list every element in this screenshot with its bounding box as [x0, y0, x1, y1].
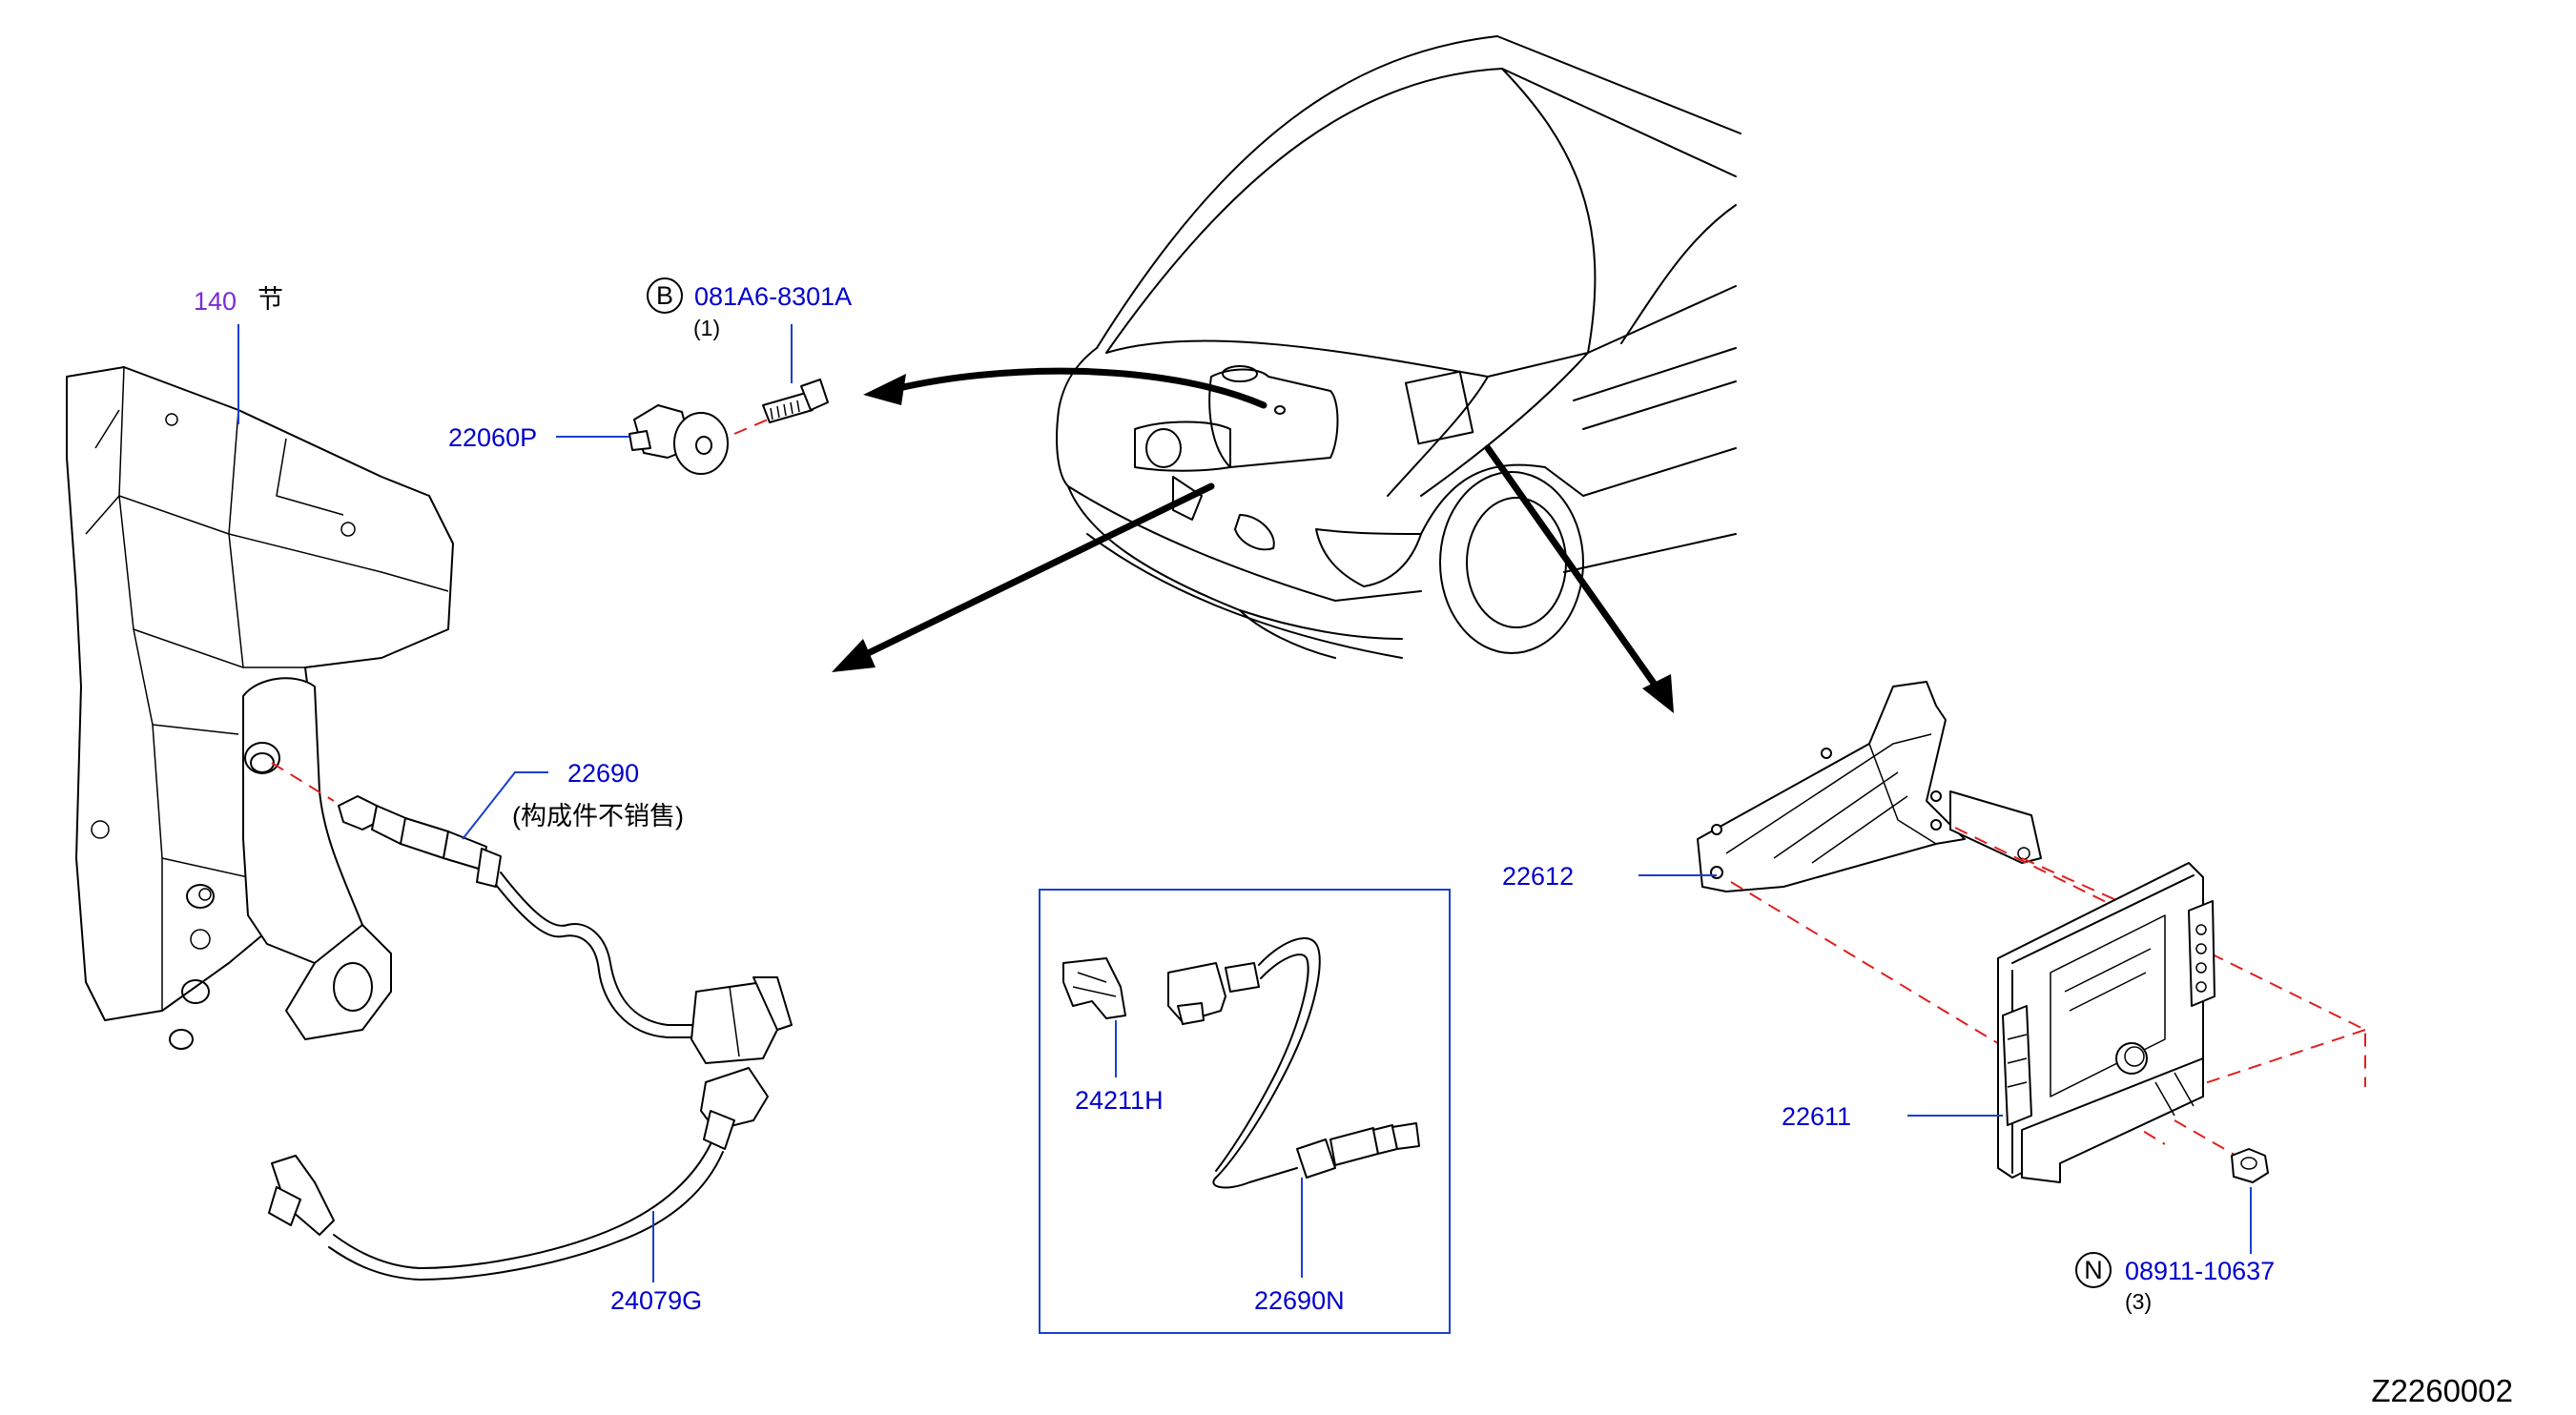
harness-illustration [268, 1067, 769, 1281]
sensor-install-line [271, 762, 335, 802]
ecm-illustration [1997, 862, 2215, 1183]
pointer-arrows [832, 367, 1674, 713]
vehicle-illustration [1056, 35, 1741, 659]
arrow-head-left-lower [832, 639, 876, 672]
bracket-part-number[interactable]: 22612 [1502, 862, 1574, 891]
inset-frame [1039, 889, 1451, 1334]
label-22690[interactable]: 22690 (构成件不销售) [512, 759, 684, 831]
section-ref-number[interactable]: 140 [194, 287, 237, 316]
label-140[interactable]: 140 节 [194, 285, 283, 316]
nut-prefix: N [2084, 1256, 2103, 1284]
label-nut[interactable]: N 08911-10637 (3) [2075, 1252, 2275, 1314]
knock-sensor-part-number[interactable]: 22060P [448, 423, 537, 452]
harness-part-number[interactable]: 24079G [610, 1286, 702, 1315]
bolt-prefix: B [656, 281, 673, 310]
bolt-illustration [762, 379, 829, 423]
o2-sensor-note: (构成件不销售) [512, 802, 684, 831]
diagram-code: Z2260002 [2371, 1373, 2513, 1408]
bolt-prefix-circle [647, 277, 683, 314]
ecm-part-number[interactable]: 22611 [1782, 1102, 1851, 1131]
bolt-install-line [733, 419, 769, 435]
leader-lines [237, 324, 2252, 1282]
label-bolt[interactable]: B 081A6-8301A (1) [647, 277, 852, 340]
knock-sensor-illustration [629, 404, 729, 475]
arrow-head-right [1642, 674, 1674, 713]
inset-sensor-illustration [1167, 936, 1420, 1189]
bracket-illustration [1697, 681, 2042, 892]
clip-part-number[interactable]: 24211H [1075, 1086, 1164, 1115]
bolt-qty: (1) [693, 316, 720, 340]
nut-prefix-circle [2075, 1252, 2112, 1288]
arrow-head-left-upper [863, 374, 906, 405]
nut-part-number[interactable]: 08911-10637 [2125, 1257, 2275, 1285]
inset-o2-part-number[interactable]: 22690N [1254, 1286, 1345, 1315]
heat-shield-illustration [66, 366, 454, 1050]
o2-sensor-part-number[interactable]: 22690 [567, 759, 639, 788]
o2-sensor-illustration [338, 795, 793, 1064]
clip-illustration [1062, 957, 1126, 1019]
section-ref-suffix: 节 [258, 285, 283, 314]
bolt-part-number[interactable]: 081A6-8301A [694, 282, 852, 311]
nut-illustration [2231, 1148, 2269, 1183]
nut-qty: (3) [2125, 1289, 2152, 1314]
